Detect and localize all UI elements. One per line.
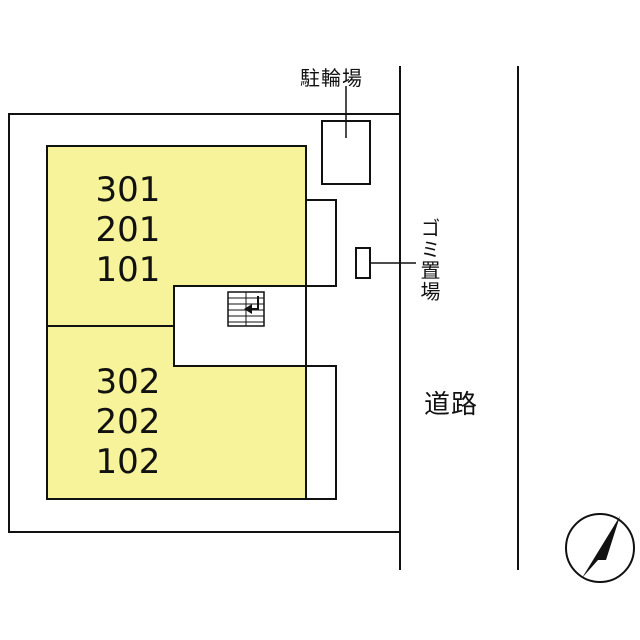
road-label: 道路	[424, 390, 479, 420]
balcony-south	[305, 365, 337, 500]
garbage-area-label: ゴミ置場	[417, 218, 441, 302]
balcony-north	[305, 199, 337, 287]
garbage-area	[355, 247, 371, 279]
stairs-icon	[227, 291, 265, 327]
bicycle-parking-label: 駐輪場	[300, 66, 363, 90]
unit-numbers-north: 301 201 101	[95, 170, 161, 290]
unit-numbers-south: 302 202 102	[95, 362, 161, 482]
north-arrow-icon	[565, 513, 635, 583]
